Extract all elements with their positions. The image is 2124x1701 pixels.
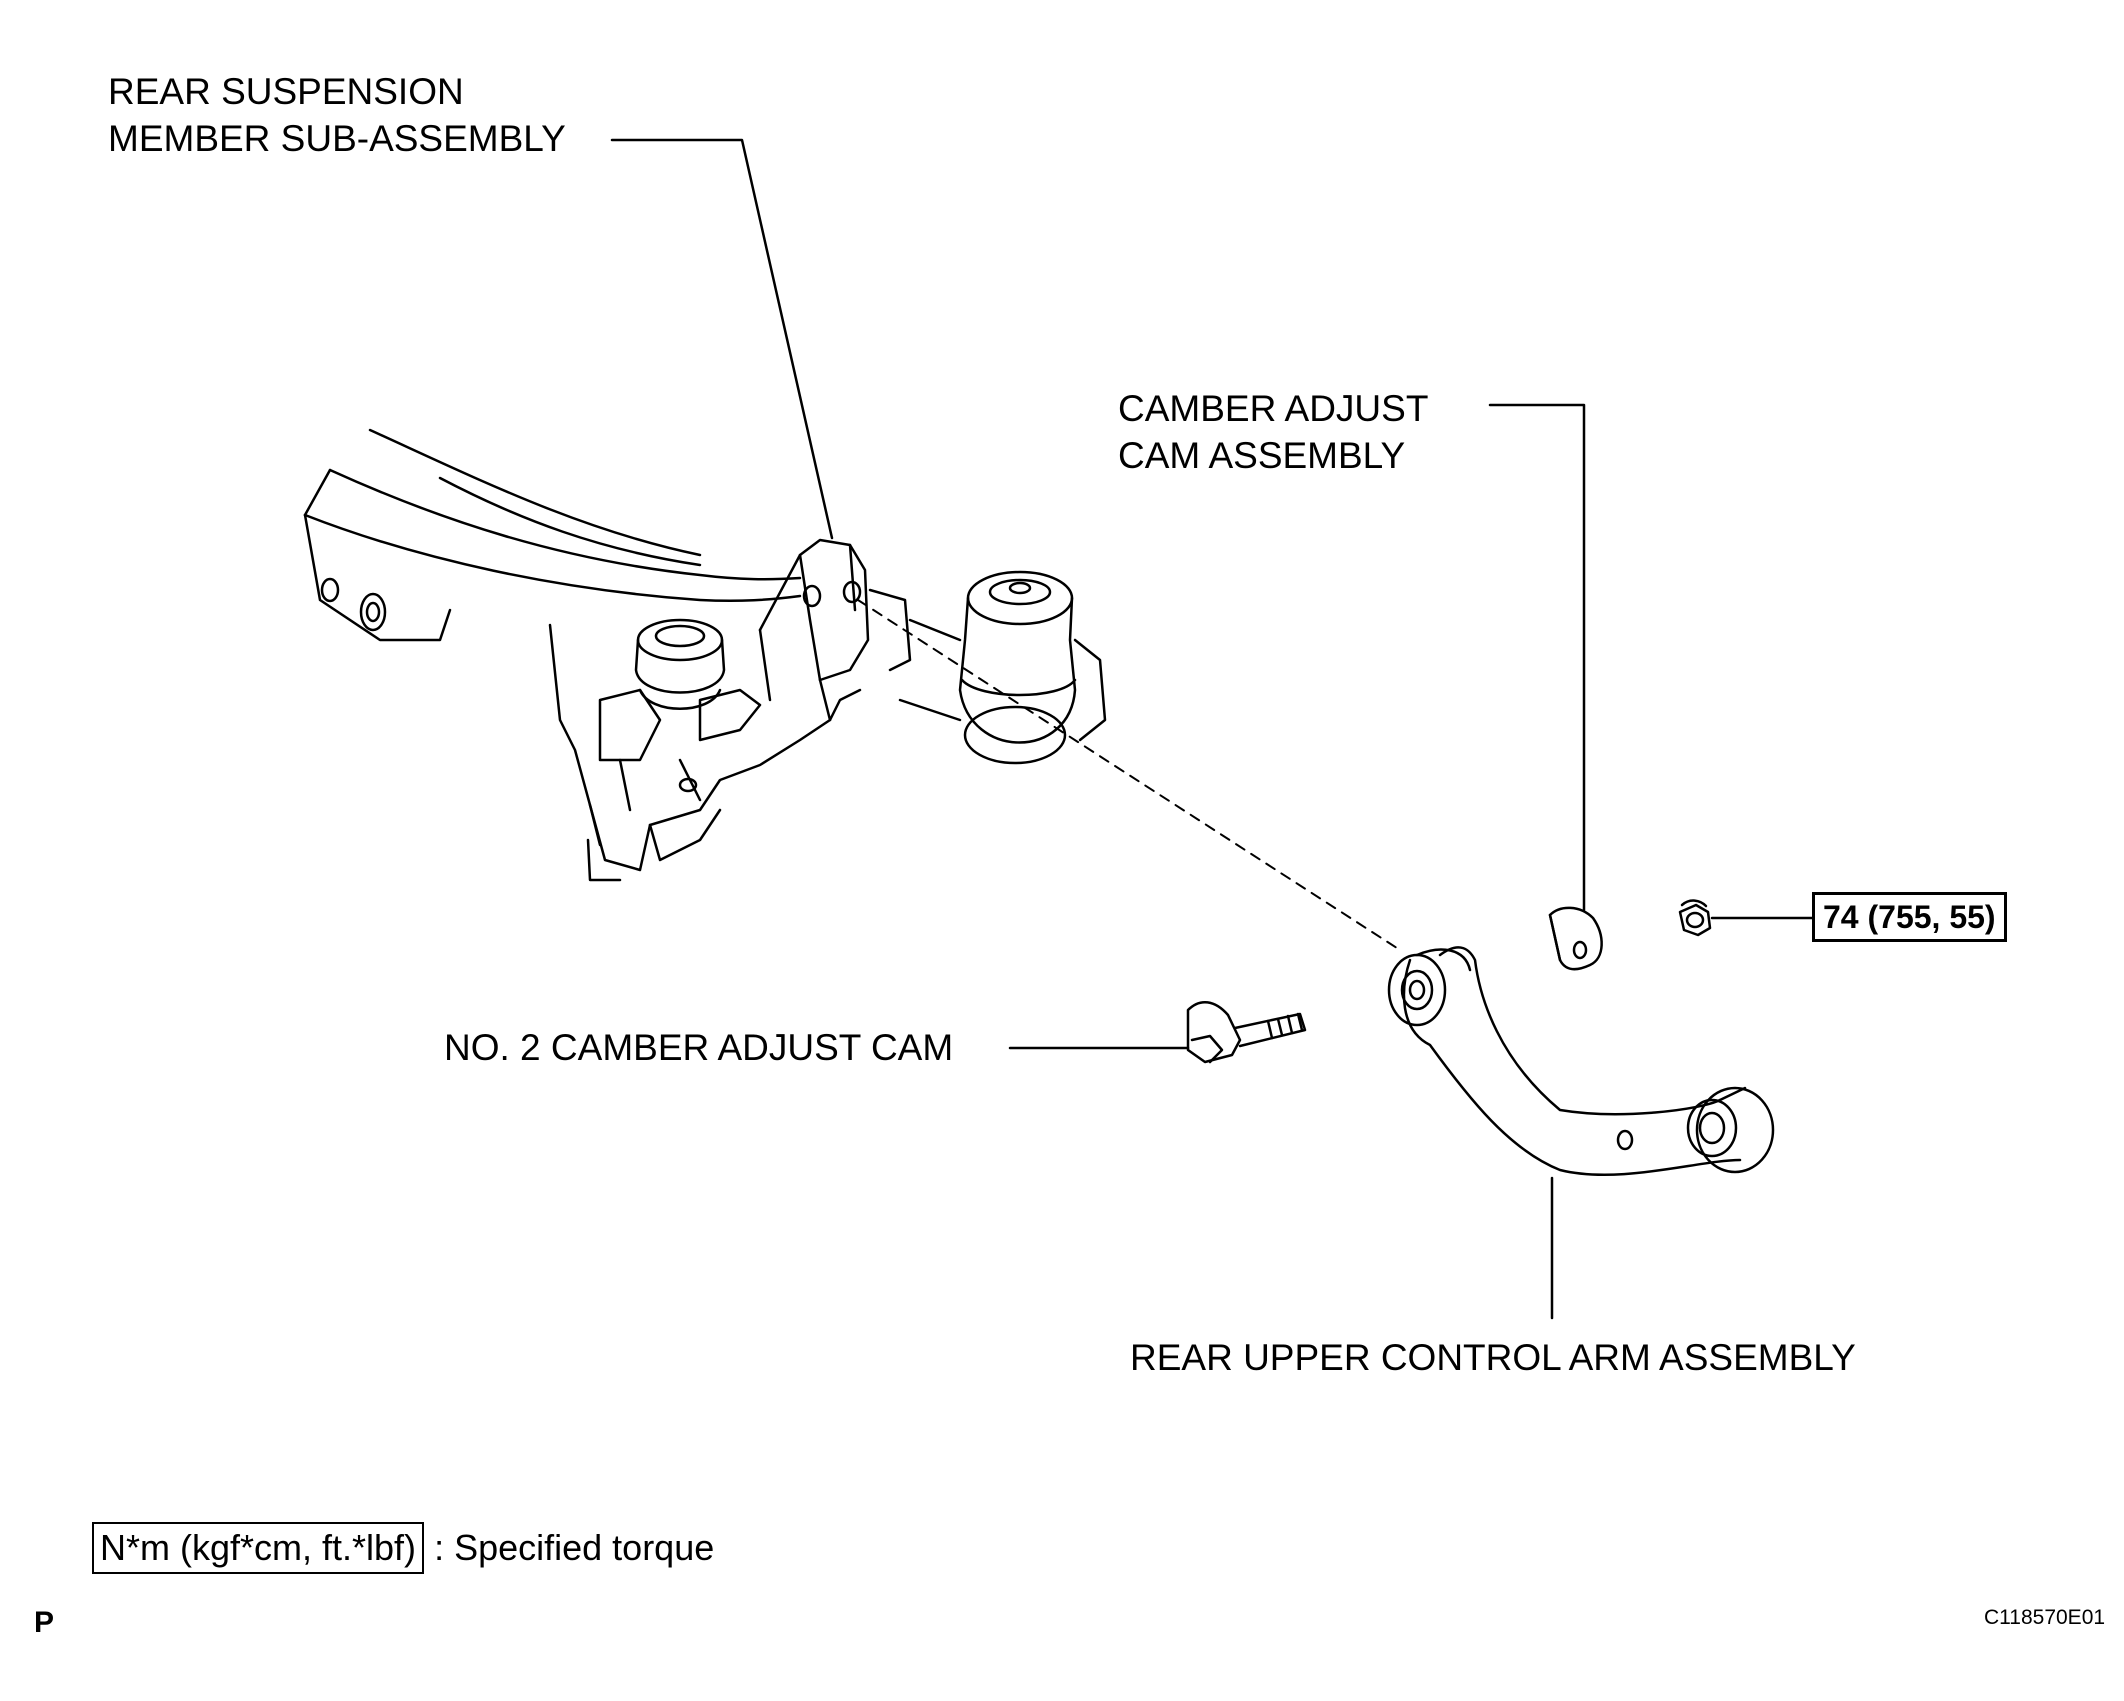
rear-upper-control-arm-drawing	[1387, 946, 1775, 1177]
no2-camber-adjust-cam-drawing	[1186, 1001, 1307, 1064]
rear-suspension-member-drawing	[303, 428, 1107, 882]
legend-description: : Specified torque	[434, 1527, 715, 1568]
label-rear-suspension-member-line2: MEMBER SUB-ASSEMBLY	[108, 118, 566, 159]
leader-lines	[610, 138, 1814, 1320]
label-rear-suspension-member: REAR SUSPENSION MEMBER SUB-ASSEMBLY	[108, 68, 566, 162]
legend-unit-box: N*m (kgf*cm, ft.*lbf)	[92, 1522, 425, 1574]
leader-rear-suspension-member	[610, 138, 834, 540]
label-camber-adjust-cam-assembly: CAMBER ADJUST CAM ASSEMBLY	[1118, 385, 1428, 479]
label-camber-adjust-cam-line1: CAMBER ADJUST	[1118, 388, 1429, 429]
label-camber-adjust-cam-line2: CAM ASSEMBLY	[1118, 435, 1406, 476]
alignment-dashed-line	[857, 599, 1401, 951]
torque-legend: N*m (kgf*cm, ft.*lbf) : Specified torque	[92, 1522, 714, 1574]
camber-adjust-cam-drawing	[1548, 906, 1603, 971]
leader-camber-adjust-cam	[1488, 403, 1586, 912]
torque-spec-box: 74 (755, 55)	[1812, 892, 2007, 942]
label-rear-upper-control-arm: REAR UPPER CONTROL ARM ASSEMBLY	[1130, 1337, 1856, 1378]
corner-letter: P	[34, 1606, 55, 1639]
label-no2-camber-adjust-cam: NO. 2 CAMBER ADJUST CAM	[444, 1027, 954, 1068]
figure-id: C118570E01	[1984, 1606, 2106, 1629]
label-rear-suspension-member-line1: REAR SUSPENSION	[108, 71, 464, 112]
nut-drawing	[1678, 899, 1712, 937]
